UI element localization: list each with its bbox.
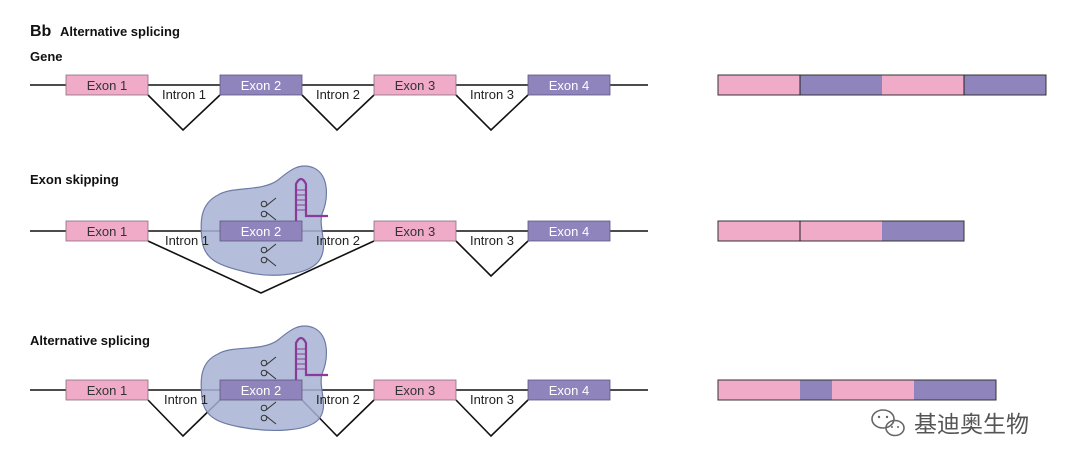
section-exon-skipping: Exon skipping Exon 1 Exon 2 [30,165,965,294]
intron-label: Intron 1 [162,87,206,102]
exon-4 [527,220,611,242]
mrna-segment [718,221,800,241]
rna-hairpin [294,177,328,221]
spliceosome [200,165,327,276]
splice-junction-2 [301,94,375,132]
exon-label: Exon 4 [549,383,589,398]
section-label: Alternative splicing [30,333,150,348]
intron-label: Intron 3 [470,392,514,407]
intron-label: Intron 2 [316,392,360,407]
exon-1 [65,220,149,242]
mrna-segment [800,380,832,400]
mature-mrna [717,74,1047,96]
exon-label: Exon 1 [87,224,127,239]
splice-junction-skip [147,240,375,294]
mrna-segment [718,380,800,400]
exon-4 [527,74,611,96]
mrna-outline [717,74,1047,96]
splice-junction-3 [455,240,529,278]
exon-2 [219,74,303,96]
scissors-icon [260,197,277,221]
mrna-segment [800,75,882,95]
mrna-segment [964,75,1046,95]
mrna-segment [718,75,800,95]
exon-1 [65,74,149,96]
watermark-text: 基迪奥生物 [914,412,1029,438]
scissors-icon [260,401,277,425]
section-label: Gene [30,49,63,64]
mrna-segment [832,380,914,400]
intron-label: Intron 3 [470,233,514,248]
mrna-segment [914,380,996,400]
intron-label: Intron 2 [316,233,360,248]
section-gene: Gene Exon 1 Exon 2 Exon 3 Exon 4 Intron … [30,49,1047,132]
wechat-icon [871,409,905,437]
exon-label: Exon 2 [241,78,281,93]
section-alternative-splicing: Alternative splicing Exon 1 Exon 2 Exo [30,325,997,438]
exon-label: Exon 4 [549,224,589,239]
intron-label: Intron 1 [165,233,209,248]
exon-label: Exon 2 [241,224,281,239]
exon-label: Exon 1 [87,383,127,398]
section-label: Exon skipping [30,172,119,187]
splice-junction-1 [147,94,221,132]
rna-hairpin [294,336,328,380]
exon-label: Exon 3 [395,78,435,93]
intron-label: Intron 2 [316,87,360,102]
mrna-segment [882,75,964,95]
scissors-icon [260,243,277,267]
exon-label: Exon 1 [87,78,127,93]
mrna-segment [882,221,964,241]
exon-3 [373,379,457,401]
watermark: 基迪奥生物 [871,409,1029,438]
intron-label: Intron 3 [470,87,514,102]
splice-junction-3 [455,94,529,132]
scissors-icon [260,356,277,380]
exon-2 [219,379,303,401]
exon-label: Exon 4 [549,78,589,93]
mrna-outline [717,220,965,242]
splice-junction-3 [455,399,529,438]
exon-3 [373,74,457,96]
mrna-segment [800,221,882,241]
mature-mrna [717,220,965,242]
exon-label: Exon 2 [241,383,281,398]
exon-label: Exon 3 [395,224,435,239]
panel-label: Bb [30,23,52,40]
exon-label: Exon 3 [395,383,435,398]
exon-3 [373,220,457,242]
mrna-outline [717,379,997,401]
panel-title: Alternative splicing [60,24,180,39]
exon-2 [219,220,303,242]
intron-label: Intron 1 [164,392,208,407]
exon-1 [65,379,149,401]
mature-mrna [717,379,997,401]
exon-4 [527,379,611,401]
